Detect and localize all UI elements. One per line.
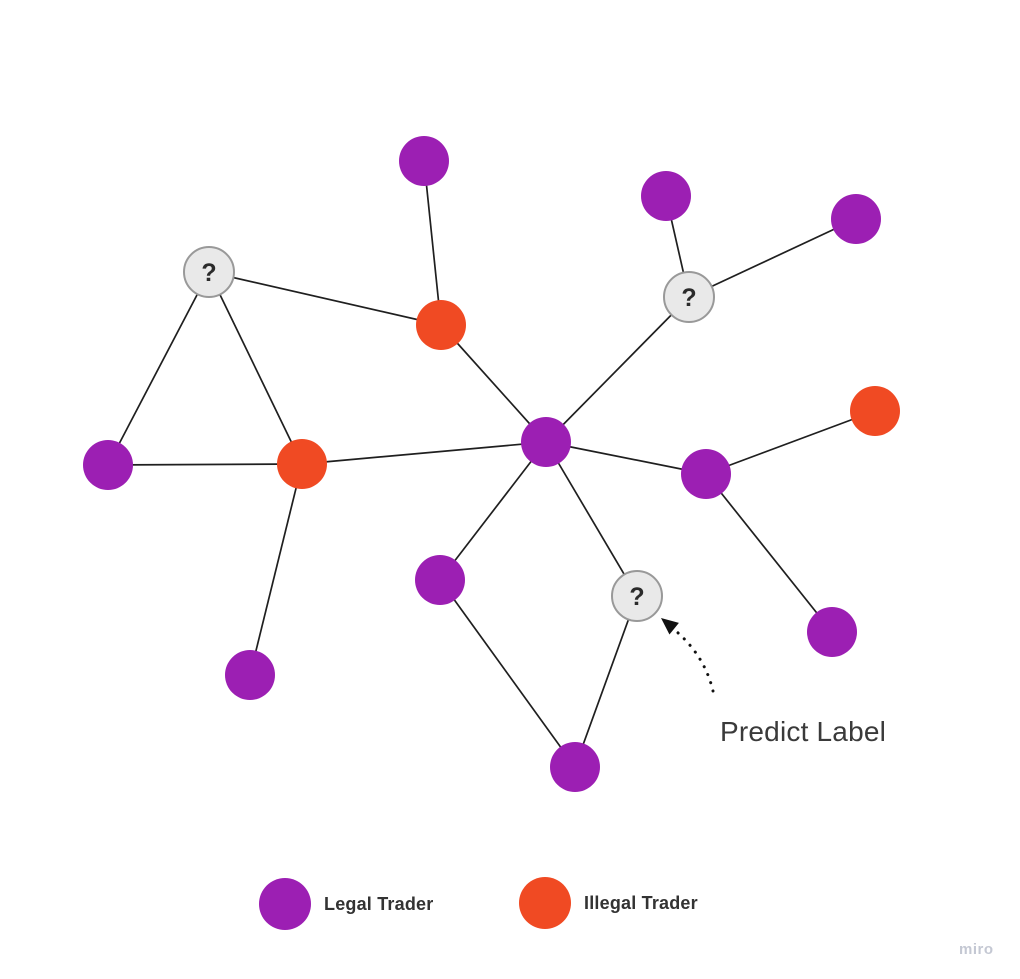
graph-node-legal-trader-p5[interactable] (681, 449, 731, 499)
graph-edge-hub-p5[interactable] (545, 441, 707, 475)
graph-node-unknown-u1[interactable]: ? (183, 246, 235, 298)
graph-edge-p4-o3[interactable] (107, 463, 303, 466)
graph-edge-p5-p7[interactable] (705, 473, 833, 633)
graph-node-illegal-trader-o3[interactable] (277, 439, 327, 489)
graph-edge-o3-p8[interactable] (249, 463, 303, 676)
graph-edge-hub-p6[interactable] (439, 441, 547, 581)
graph-node-legal-trader-p1[interactable] (399, 136, 449, 186)
graph-node-unknown-u3[interactable]: ? (611, 570, 663, 622)
illegal-trader-circle (519, 877, 571, 929)
graph-edge-u3-p9[interactable] (574, 595, 638, 768)
graph-node-legal-trader-p3[interactable] (831, 194, 881, 244)
graph-node-legal-trader-hub[interactable] (521, 417, 571, 467)
graph-edge-u2-p3[interactable] (688, 218, 857, 298)
graph-node-illegal-trader-o2[interactable] (850, 386, 900, 436)
legend-item-illegal-trader[interactable]: Illegal Trader (519, 877, 698, 929)
graph-node-illegal-trader-o1[interactable] (416, 300, 466, 350)
graph-node-legal-trader-p7[interactable] (807, 607, 857, 657)
graph-node-legal-trader-p6[interactable] (415, 555, 465, 605)
graph-node-legal-trader-p2[interactable] (641, 171, 691, 221)
legend-label-legal-trader: Legal Trader (324, 893, 434, 914)
graph-node-legal-trader-p8[interactable] (225, 650, 275, 700)
graph-edge-p1-o1[interactable] (423, 160, 442, 326)
miro-logo-watermark: miro (959, 941, 994, 958)
graph-edge-hub-u3[interactable] (545, 441, 638, 597)
graph-edge-p5-o2[interactable] (705, 410, 876, 475)
graph-node-unknown-u2[interactable]: ? (663, 271, 715, 323)
graph-edge-u1-o3[interactable] (208, 271, 303, 465)
graph-edge-o3-hub[interactable] (301, 441, 547, 465)
legend-item-legal-trader[interactable]: Legal Trader (259, 878, 433, 930)
predict-label-annotation[interactable]: Predict Label (720, 716, 887, 747)
graph-edge-hub-u2[interactable] (545, 296, 690, 443)
graph-edge-o1-hub[interactable] (440, 324, 547, 443)
graph-edge-p6-p9[interactable] (439, 579, 576, 768)
graph-node-legal-trader-p4[interactable] (83, 440, 133, 490)
question-mark-label: ? (201, 259, 216, 287)
graph-node-legal-trader-p9[interactable] (550, 742, 600, 792)
graph-edge-u1-o1[interactable] (208, 271, 442, 326)
predict-arrow-head-icon (661, 618, 679, 635)
question-mark-label: ? (629, 583, 644, 611)
question-mark-label: ? (681, 284, 696, 312)
predict-arrow-dotted-line[interactable] (669, 625, 715, 693)
legend-label-illegal-trader: Illegal Trader (584, 892, 698, 913)
legal-trader-circle (259, 878, 311, 930)
graph-edge-u1-p4[interactable] (107, 271, 210, 466)
